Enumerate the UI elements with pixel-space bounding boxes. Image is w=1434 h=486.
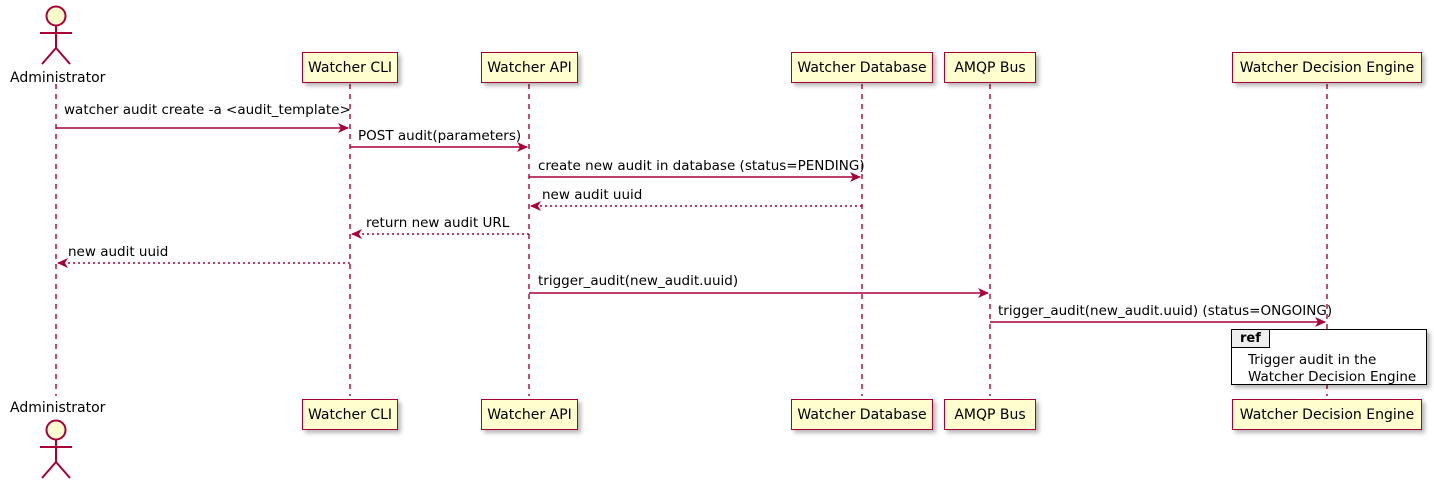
participant-footer-watcher-decision-engine[interactable]: Watcher Decision Engine <box>1232 399 1422 430</box>
participant-label: Watcher API <box>487 59 572 76</box>
actor-figure-top <box>40 5 72 65</box>
participant-footer-amqp-bus[interactable]: AMQP Bus <box>944 399 1036 430</box>
participant-header-amqp-bus[interactable]: AMQP Bus <box>944 52 1036 83</box>
ref-fragment: ref Trigger audit in the Watcher Decisio… <box>1231 329 1427 385</box>
participant-footer-watcher-api[interactable]: Watcher API <box>481 399 578 430</box>
message-label-1: watcher audit create -a <audit_template> <box>64 102 351 118</box>
participant-label: AMQP Bus <box>954 59 1026 76</box>
lifelines-group <box>55 84 1328 396</box>
participant-header-watcher-decision-engine[interactable]: Watcher Decision Engine <box>1232 52 1422 83</box>
message-label-3: create new audit in database (status=PEN… <box>538 158 865 174</box>
ref-fragment-operator-label: ref <box>1232 330 1270 348</box>
ref-fragment-line-2: Watcher Decision Engine <box>1248 368 1417 385</box>
participant-label: Watcher Database <box>797 59 927 76</box>
ref-fragment-line-1: Trigger audit in the <box>1248 352 1377 368</box>
participant-label: Watcher Database <box>797 406 927 423</box>
participant-footer-watcher-database[interactable]: Watcher Database <box>791 399 933 430</box>
participant-label: Watcher CLI <box>307 406 393 423</box>
participant-label: Watcher Decision Engine <box>1239 59 1415 76</box>
message-label-8: trigger_audit(new_audit.uuid) (status=ON… <box>998 303 1333 319</box>
participant-footer-watcher-cli[interactable]: Watcher CLI <box>302 399 398 430</box>
actor-label-administrator-bottom: Administrator <box>10 400 106 416</box>
actor-label-administrator-top: Administrator <box>10 70 106 86</box>
message-label-6: new audit uuid <box>68 244 169 260</box>
participant-label: Watcher Decision Engine <box>1239 406 1415 423</box>
message-label-2: POST audit(parameters) <box>358 128 522 144</box>
message-arrows-group <box>56 123 1326 327</box>
message-label-7: trigger_audit(new_audit.uuid) <box>538 273 739 289</box>
participant-label: Watcher API <box>487 406 572 423</box>
participant-header-watcher-cli[interactable]: Watcher CLI <box>302 52 398 83</box>
message-label-4: new audit uuid <box>542 187 643 203</box>
participant-label: AMQP Bus <box>954 406 1026 423</box>
participant-header-watcher-database[interactable]: Watcher Database <box>791 52 933 83</box>
participant-header-watcher-api[interactable]: Watcher API <box>481 52 578 83</box>
ref-fragment-body: Trigger audit in the Watcher Decision En… <box>1248 352 1416 386</box>
actor-figure-bottom <box>40 419 72 479</box>
message-label-5: return new audit URL <box>366 215 510 231</box>
participant-label: Watcher CLI <box>307 59 393 76</box>
